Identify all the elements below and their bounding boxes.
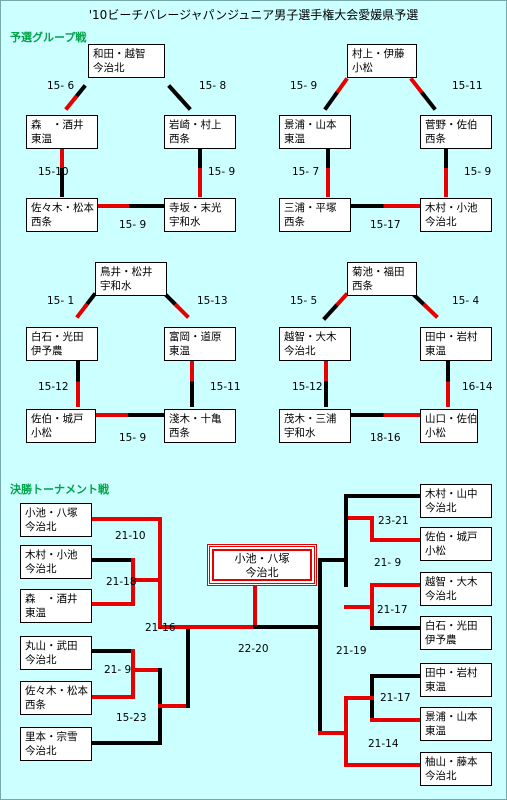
group3-bottom-left-team: 佐伯・城戸小松 <box>26 409 96 443</box>
group3-score-left: 15-12 <box>38 381 69 393</box>
group2-line-top-left <box>323 91 339 111</box>
tournament-score-r3: 21-17 <box>377 604 408 616</box>
group3-line-top-right <box>163 292 180 309</box>
group2-bottom-left-team: 三浦・平塚西条 <box>279 198 351 232</box>
group4-top-team: 菊池・福田西条 <box>347 262 417 296</box>
tournament-left-team-5: 佐々木・松本西条 <box>20 681 92 715</box>
group4-bottom-left-team: 茂木・三浦宇和水 <box>279 409 351 443</box>
tournament-score-l5: 15-23 <box>116 712 147 724</box>
group2-line-top-right <box>420 91 437 111</box>
group1-score-top-right: 15- 8 <box>199 80 227 92</box>
tournament-right-team-6: 景浦・山本東温 <box>420 707 492 741</box>
group3-score-top-left: 15- 1 <box>47 295 75 307</box>
tournament-score-final: 22-20 <box>238 643 269 655</box>
group4-line-top-right <box>411 292 428 309</box>
group3-score-top-right: 15-13 <box>197 295 228 307</box>
group-section-heading: 予選グループ戦 <box>10 31 87 44</box>
champion-box: 小池・八塚 今治北 <box>207 544 317 586</box>
group4-left-team: 越智・大木今治北 <box>279 327 351 361</box>
group4-score-top-left: 15- 5 <box>290 295 318 307</box>
group2-score-left: 15- 7 <box>292 166 320 178</box>
tournament-right-team-7: 柚山・藤本今治北 <box>420 752 492 786</box>
tournament-right-team-3: 越智・大木今治北 <box>420 572 492 606</box>
group2-right-team: 菅野・佐伯西条 <box>420 115 492 149</box>
group3-right-team: 富岡・道原東温 <box>164 327 236 361</box>
champion-players: 小池・八塚 <box>234 552 290 565</box>
group1-score-bottom: 15- 9 <box>119 219 147 231</box>
group1-score-top-left: 15- 6 <box>47 80 75 92</box>
champion-school: 今治北 <box>245 566 279 579</box>
group4-bottom-right-team: 山口・佐伯小松 <box>420 409 478 443</box>
group1-top-team: 和田・越智今治北 <box>88 44 165 78</box>
tournament-score-l1: 21-10 <box>115 530 146 542</box>
group3-line-top-left <box>83 292 97 309</box>
tournament-score-r6: 21-14 <box>368 738 399 750</box>
tournament-score-r5: 21-17 <box>380 692 411 704</box>
group4-line-top-left <box>332 292 349 310</box>
tournament-score-l4: 21- 9 <box>104 664 132 676</box>
group2-left-team: 景浦・山本東温 <box>279 115 351 149</box>
group1-score-right: 15- 9 <box>208 166 236 178</box>
group1-bottom-left-team: 佐々木・松本西条 <box>26 198 98 232</box>
group4-line-top-left <box>322 303 339 321</box>
tournament-left-team-4: 丸山・武田今治北 <box>20 636 92 670</box>
tournament-section-heading: 決勝トーナメント戦 <box>10 483 109 496</box>
group2-line-top-right <box>409 77 426 97</box>
group2-score-top-right: 15-11 <box>452 80 483 92</box>
group1-line-top-left <box>72 84 87 101</box>
group4-right-team: 田中・岩村東温 <box>420 327 492 361</box>
group3-line-top-right <box>173 302 190 319</box>
group1-score-left: 15-10 <box>38 166 69 178</box>
group4-score-left: 15-12 <box>292 381 323 393</box>
group1-bottom-right-team: 寺坂・末光宇和水 <box>164 198 236 232</box>
group1-left-team: 森 ・酒井東温 <box>26 115 98 149</box>
tournament-left-team-1: 小池・八塚今治北 <box>20 503 92 537</box>
tournament-right-team-4: 白石・光田伊予農 <box>420 616 492 650</box>
group3-line-top-left <box>75 302 89 319</box>
group3-score-bottom: 15- 9 <box>119 432 147 444</box>
tournament-right-team-5: 田中・岩村東温 <box>420 663 492 697</box>
tournament-score-r2: 21- 9 <box>374 557 402 569</box>
group1-line-top-right <box>167 84 183 101</box>
group2-line-top-left <box>333 77 349 97</box>
page-title: '10ビーチバレージャパンジュニア男子選手権大会愛媛県予選 <box>88 8 419 22</box>
group1-line-top-right <box>176 94 192 111</box>
group3-top-team: 鳥井・松井宇和水 <box>95 262 167 296</box>
tournament-left-team-6: 里本・宗雪今治北 <box>20 727 92 761</box>
group2-score-top-left: 15- 9 <box>290 80 318 92</box>
tournament-left-team-2: 木村・小池今治北 <box>20 545 92 579</box>
group2-score-bottom: 15-17 <box>370 219 401 231</box>
group4-score-top-right: 15- 4 <box>452 295 480 307</box>
group2-score-right: 15- 9 <box>464 166 492 178</box>
group4-score-right: 16-14 <box>462 381 493 393</box>
tournament-score-r1: 23-21 <box>378 515 409 527</box>
group3-bottom-right-team: 淺木・十亀西条 <box>164 409 236 443</box>
group2-top-team: 村上・伊藤小松 <box>347 44 417 78</box>
tournament-left-team-3: 森 ・酒井東温 <box>20 589 92 623</box>
group2-bottom-right-team: 木村・小池今治北 <box>420 198 492 232</box>
group1-right-team: 岩崎・村上西条 <box>164 115 236 149</box>
group3-score-right: 15-11 <box>210 381 241 393</box>
group1-line-top-left <box>64 94 79 111</box>
tournament-right-team-1: 木村・山中今治北 <box>420 484 492 518</box>
tournament-score-l3: 21-16 <box>145 622 176 634</box>
tournament-right-team-2: 佐伯・城戸小松 <box>420 527 492 561</box>
group3-left-team: 白石・光田伊予農 <box>26 327 98 361</box>
group4-score-bottom: 18-16 <box>370 432 401 444</box>
group4-line-top-right <box>422 302 439 319</box>
tournament-score-l2: 21-18 <box>106 576 137 588</box>
tournament-score-r4: 21-19 <box>336 645 367 657</box>
